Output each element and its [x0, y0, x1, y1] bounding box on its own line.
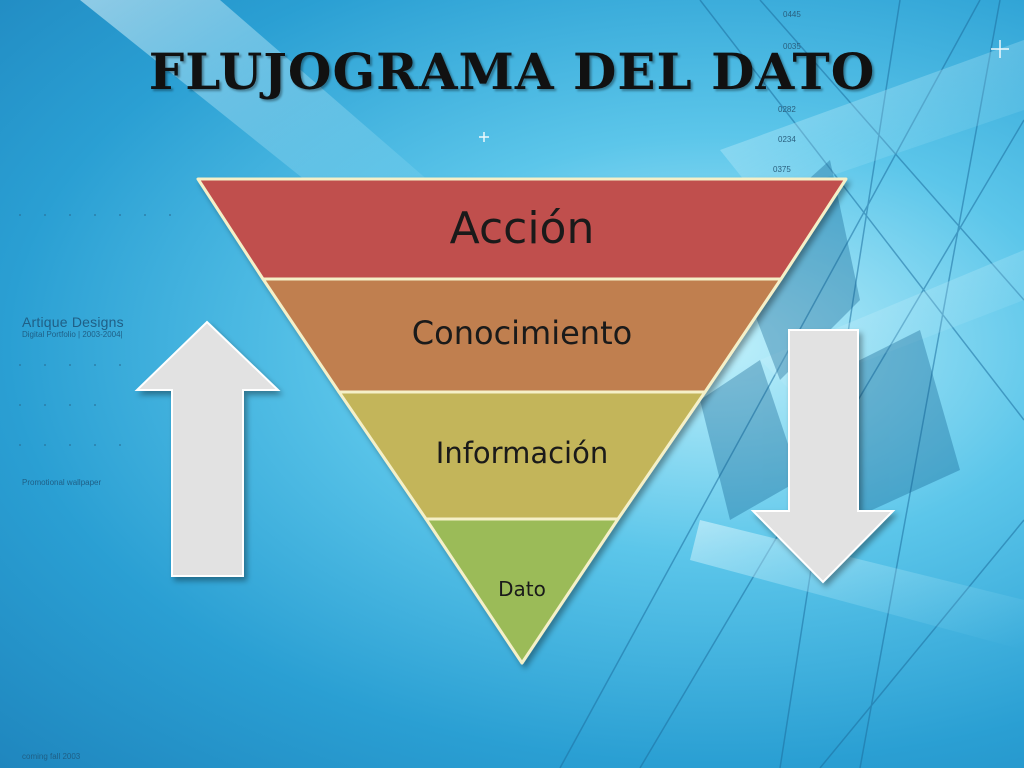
background-number: 0234	[778, 135, 796, 144]
arrow-up-icon	[134, 320, 281, 577]
background-promo-text: Promotional wallpaper	[22, 478, 102, 487]
pyramid-label-informacion: Información	[436, 436, 608, 470]
inverted-pyramid	[196, 177, 848, 665]
background-number: 0445	[783, 10, 801, 19]
background-brand-subtitle: Digital Portfolio | 2003-2004|	[22, 330, 123, 339]
pyramid-label-conocimiento: Conocimiento	[412, 314, 632, 352]
background-number: 0375	[773, 165, 791, 174]
background-footer-text: coming fall 2003	[22, 752, 81, 761]
pyramid-label-dato: Dato	[498, 577, 546, 601]
arrow-down-icon	[750, 329, 896, 584]
background-number: 0282	[778, 105, 796, 114]
pyramid-label-accion: Acción	[450, 203, 595, 254]
background-brand: Artique Designs	[22, 314, 124, 330]
pyramid-level-dato	[424, 517, 620, 665]
background-number: 0035	[783, 42, 801, 51]
slide-title: FLUJOGRAMA DEL DATO	[148, 42, 876, 101]
